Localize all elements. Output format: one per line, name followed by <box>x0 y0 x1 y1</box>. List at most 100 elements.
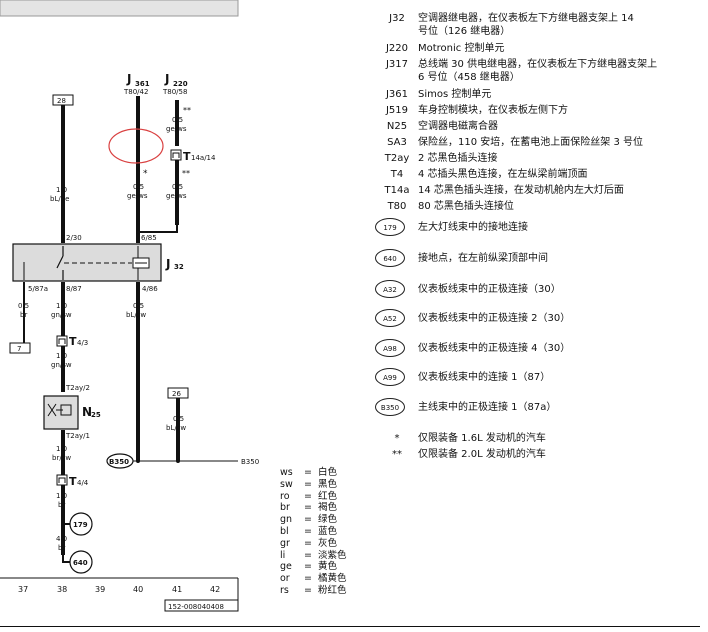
color-eq: = <box>304 502 312 514</box>
legend-code: SA3 <box>387 137 407 148</box>
connection-point-icon: A98 <box>375 339 405 357</box>
color-key-row: li = 淡紫色 <box>280 550 347 562</box>
j361-mark: * <box>143 169 148 179</box>
ground-640-link <box>62 555 70 563</box>
legend-code: J361 <box>385 89 409 100</box>
legend-row-a52: A52 仪表板线束中的正极连接 2（30） <box>374 309 704 329</box>
ground-640-node <box>69 550 93 574</box>
t43-connector <box>56 335 68 347</box>
legend-code: J32 <box>389 13 405 24</box>
color-code: bl <box>280 525 289 537</box>
ground-640-label: 640 <box>73 559 88 567</box>
ground-179-label: 179 <box>73 521 88 529</box>
box-7-label: 7 <box>17 345 21 353</box>
junction-dot <box>136 230 140 234</box>
doc-number: 152-008040408 <box>168 603 224 611</box>
t43-connector-symbol <box>58 338 66 344</box>
legend-desc: 主线束中的正极连接 1（87a） <box>418 402 557 413</box>
color-name: 淡紫色 <box>318 549 347 561</box>
j220-pin: T80/58 <box>162 88 187 96</box>
color-key-row: sw=黑色 <box>280 479 347 491</box>
b350-line-label: B350 <box>241 458 259 466</box>
color-key-row: br = 褐色 <box>280 502 347 514</box>
doc-number-box <box>164 599 239 612</box>
n25-sub: 25 <box>91 411 101 419</box>
column-42: 42 <box>210 585 220 594</box>
w-gnsw-size: 1.0 <box>56 302 67 310</box>
color-eq: = <box>304 478 312 490</box>
color-code: sw <box>280 478 293 490</box>
color-code: gn <box>280 514 293 526</box>
column-40: 40 <box>133 585 143 594</box>
connection-point-icon: B350 <box>375 398 405 416</box>
color-eq: = <box>304 490 312 502</box>
legend-desc: 保险丝，110 安培，在蓄电池上面保险丝架 3 号位 <box>418 137 643 148</box>
color-code: br <box>280 502 290 514</box>
legend-desc: 14 芯黑色插头连接，在发动机舱内左大灯后面 <box>418 185 624 196</box>
color-eq: = <box>304 525 312 537</box>
legend-desc: 2 芯黑色插头连接 <box>418 153 498 164</box>
color-eq: = <box>304 573 312 585</box>
legend-code: J519 <box>385 105 409 116</box>
column-37: 37 <box>18 585 28 594</box>
color-key-row: gn=绿色 <box>280 514 347 526</box>
legend-code: N25 <box>386 121 408 132</box>
j220-sub: 220 <box>173 80 188 88</box>
connection-point-icon: A99 <box>375 368 405 386</box>
legend-code: T2ay <box>384 153 410 164</box>
color-name: 红色 <box>318 490 338 502</box>
w26-color: bL/sw <box>166 424 186 432</box>
color-key-row: ge=黄色 <box>280 561 347 573</box>
w-j220b-size: 0.5 <box>172 183 183 191</box>
legend-code: T80 <box>387 201 407 212</box>
legend-desc: 6 号位（458 继电器） <box>418 72 520 83</box>
legend-desc: 接地点，在左前纵梁顶部中间 <box>418 253 548 264</box>
legend-code: J220 <box>385 43 409 54</box>
relay-switch <box>56 246 64 280</box>
color-name: 黄色 <box>318 561 338 573</box>
legend-desc: 总线端 30 供电继电器，在仪表板左下方继电器支架上 <box>418 59 658 70</box>
b350-node-label: B350 <box>109 458 129 466</box>
w-br2-size: 1.0 <box>56 492 67 500</box>
legend-row-b350: B350 主线束中的正极连接 1（87a） <box>374 398 704 418</box>
color-code: li <box>280 549 286 561</box>
w28-color: bL/ge <box>50 195 69 203</box>
w-gnsw2-color: gn/sw <box>51 361 72 369</box>
column-41: 41 <box>172 585 182 594</box>
j220-mark: ** <box>183 106 191 115</box>
color-name: 粉红色 <box>318 584 347 596</box>
legend-row-a98: A98 仪表板线束中的正极连接 4（30） <box>374 339 704 359</box>
box-7 <box>9 342 31 354</box>
color-key-row: ws=白色 <box>280 467 347 479</box>
legend-row-179: 179 左大灯线束中的接地连接 <box>374 218 704 238</box>
color-key-row: gr=灰色 <box>280 538 347 550</box>
w-j220a-size: 0.5 <box>172 116 183 124</box>
legend-desc: 空调器继电器，在仪表板左下方继电器支架上 14 <box>418 13 634 24</box>
color-key-row: bl=蓝色 <box>280 526 347 538</box>
note-mark: * <box>394 433 400 444</box>
note-mark: ** <box>392 449 402 460</box>
w-j220a-color: ge/ws <box>166 125 187 133</box>
color-name: 褐色 <box>318 502 338 514</box>
ground-point-icon: 179 <box>375 218 405 236</box>
color-name: 橘黄色 <box>318 573 347 585</box>
j361-pin: T80/42 <box>123 88 148 96</box>
color-eq: = <box>304 584 312 596</box>
t2ay1-label: T2ay/1 <box>65 432 90 440</box>
connection-point-icon: A52 <box>375 309 405 327</box>
t44-label: T <box>69 475 77 488</box>
pin-6-85: 6/85 <box>141 234 157 242</box>
wire-j220-join <box>138 225 178 233</box>
color-code: ws <box>280 467 293 478</box>
w26-size: 0.5 <box>173 415 184 423</box>
legend-desc: Simos 控制单元 <box>418 89 492 100</box>
pin-4-86: 4/86 <box>142 285 158 293</box>
b350-junction-b <box>176 459 180 463</box>
legend-row-a99: A99 仪表板线束中的连接 1（87） <box>374 368 704 388</box>
legend-code: T14a <box>384 185 410 196</box>
pin-5-87a: 5/87a <box>28 285 48 293</box>
w-blsw-size: 0.5 <box>133 302 144 310</box>
t14a-label: T <box>183 150 191 163</box>
color-eq: = <box>304 549 312 561</box>
legend-desc: Motronic 控制单元 <box>418 43 505 54</box>
